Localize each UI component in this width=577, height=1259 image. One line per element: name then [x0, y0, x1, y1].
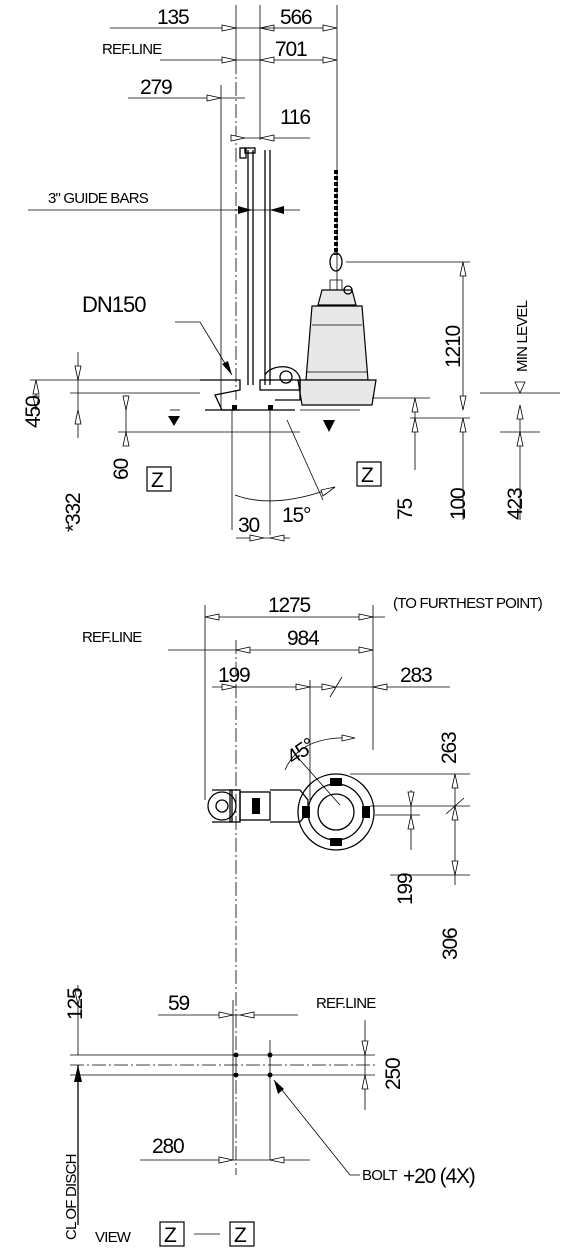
view-label: VIEW	[95, 1229, 132, 1246]
label-116: 116	[280, 106, 310, 129]
dimension-984: REF.LINE 984	[82, 627, 374, 654]
discharge-base	[200, 366, 301, 411]
label-701: 701	[275, 38, 307, 61]
label-423: 423	[504, 488, 527, 520]
label-75: 75	[394, 499, 417, 520]
label-199-top: 199	[218, 664, 250, 687]
dimension-116: 116	[230, 106, 312, 142]
view-z-b: Z	[234, 1224, 247, 1247]
label-30: 30	[238, 514, 259, 537]
lifting-chain	[329, 170, 343, 272]
label-279: 279	[140, 76, 172, 99]
dimension-59: 59 REF.LINE	[158, 992, 377, 1160]
view-title: VIEW Z Z	[95, 1221, 255, 1247]
dimension-283: 283	[310, 664, 450, 698]
pump-plan	[207, 773, 375, 851]
label-60: 60	[110, 459, 133, 480]
label-59: 59	[168, 992, 189, 1015]
view-z-z: 125 59 REF.LINE 250	[63, 985, 476, 1247]
label-1275: 1275	[268, 594, 310, 617]
min-level-label: MIN LEVEL	[514, 300, 531, 372]
min-level-indicator: MIN LEVEL	[480, 300, 560, 520]
bolt-holes	[233, 1052, 273, 1078]
label-280: 280	[152, 1135, 184, 1158]
dimension-450: 450	[22, 379, 200, 428]
view-ref-line-label: REF.LINE	[316, 995, 376, 1012]
label-125: 125	[64, 988, 87, 1020]
dimension-100: 100	[447, 417, 470, 520]
angle-45: 45°	[283, 734, 356, 806]
cl-of-disch-label: CL OF DISCH	[63, 1154, 80, 1240]
plan-view: 1275 (TO FURTHEST POINT) REF.LINE 984 19…	[82, 594, 544, 1175]
guide-bars-label: 3" GUIDE BARS	[48, 190, 149, 207]
dimension-280: 280	[140, 1135, 310, 1164]
label-1210: 1210	[442, 326, 465, 368]
cl-of-discharge: CL OF DISCH	[63, 1065, 82, 1240]
dimension-701: REF.LINE 701	[102, 38, 338, 64]
label-199-right: 199	[394, 873, 417, 905]
label-332: *332	[62, 493, 85, 532]
angle-15: 15°	[231, 410, 336, 535]
guide-rails	[239, 147, 271, 385]
dimension-125: 125	[64, 985, 87, 1055]
dimension-566: 566	[260, 6, 338, 32]
dimension-1210: 1210	[346, 261, 470, 411]
bolt-callout: BOLT +20 (4X)	[273, 1079, 476, 1188]
dimension-75: 75	[372, 397, 470, 520]
label-100: 100	[447, 488, 470, 520]
ref-line-label: REF.LINE	[102, 41, 162, 58]
z-label-right: Z	[361, 464, 374, 487]
plan-ref-line-label: REF.LINE	[82, 629, 142, 646]
dimension-306: 306	[390, 860, 470, 960]
section-z-left: Z	[146, 409, 180, 492]
dimension-332: *332	[62, 352, 200, 532]
elevation-view: 135 566 REF.LINE 701 279 116	[22, 5, 560, 542]
bolt-size-label: +20 (4X)	[403, 1165, 475, 1188]
label-263: 263	[438, 732, 461, 764]
label-135: 135	[157, 6, 189, 29]
guide-bars-callout: 3" GUIDE BARS	[28, 190, 300, 214]
label-306: 306	[439, 928, 462, 960]
label-15deg: 15°	[282, 504, 311, 527]
bolt-label: BOLT	[362, 1167, 398, 1184]
dimension-135: 135	[110, 6, 275, 32]
dimension-423: 423	[500, 431, 540, 520]
view-z-a: Z	[164, 1224, 177, 1247]
label-250: 250	[382, 1058, 405, 1090]
label-283: 283	[400, 664, 432, 687]
dimension-199-right: 199	[370, 790, 470, 905]
z-label-left: Z	[151, 469, 164, 492]
dimension-60: 60	[110, 395, 300, 480]
label-984: 984	[287, 627, 320, 650]
dimension-250: 250	[361, 1020, 405, 1110]
dimension-1275: 1275 (TO FURTHEST POINT)	[204, 594, 544, 621]
label-566: 566	[280, 6, 312, 29]
section-z-right: Z	[300, 409, 382, 487]
dimension-30: 30	[236, 514, 290, 542]
furthest-point-label: (TO FURTHEST POINT)	[393, 595, 543, 612]
label-450: 450	[22, 396, 45, 428]
dn150-callout: DN150	[82, 292, 233, 376]
dimension-279: 279	[128, 76, 245, 102]
dn150-label: DN150	[82, 292, 146, 317]
pump-body	[297, 279, 377, 406]
dimension-199-top: 199	[212, 664, 311, 800]
